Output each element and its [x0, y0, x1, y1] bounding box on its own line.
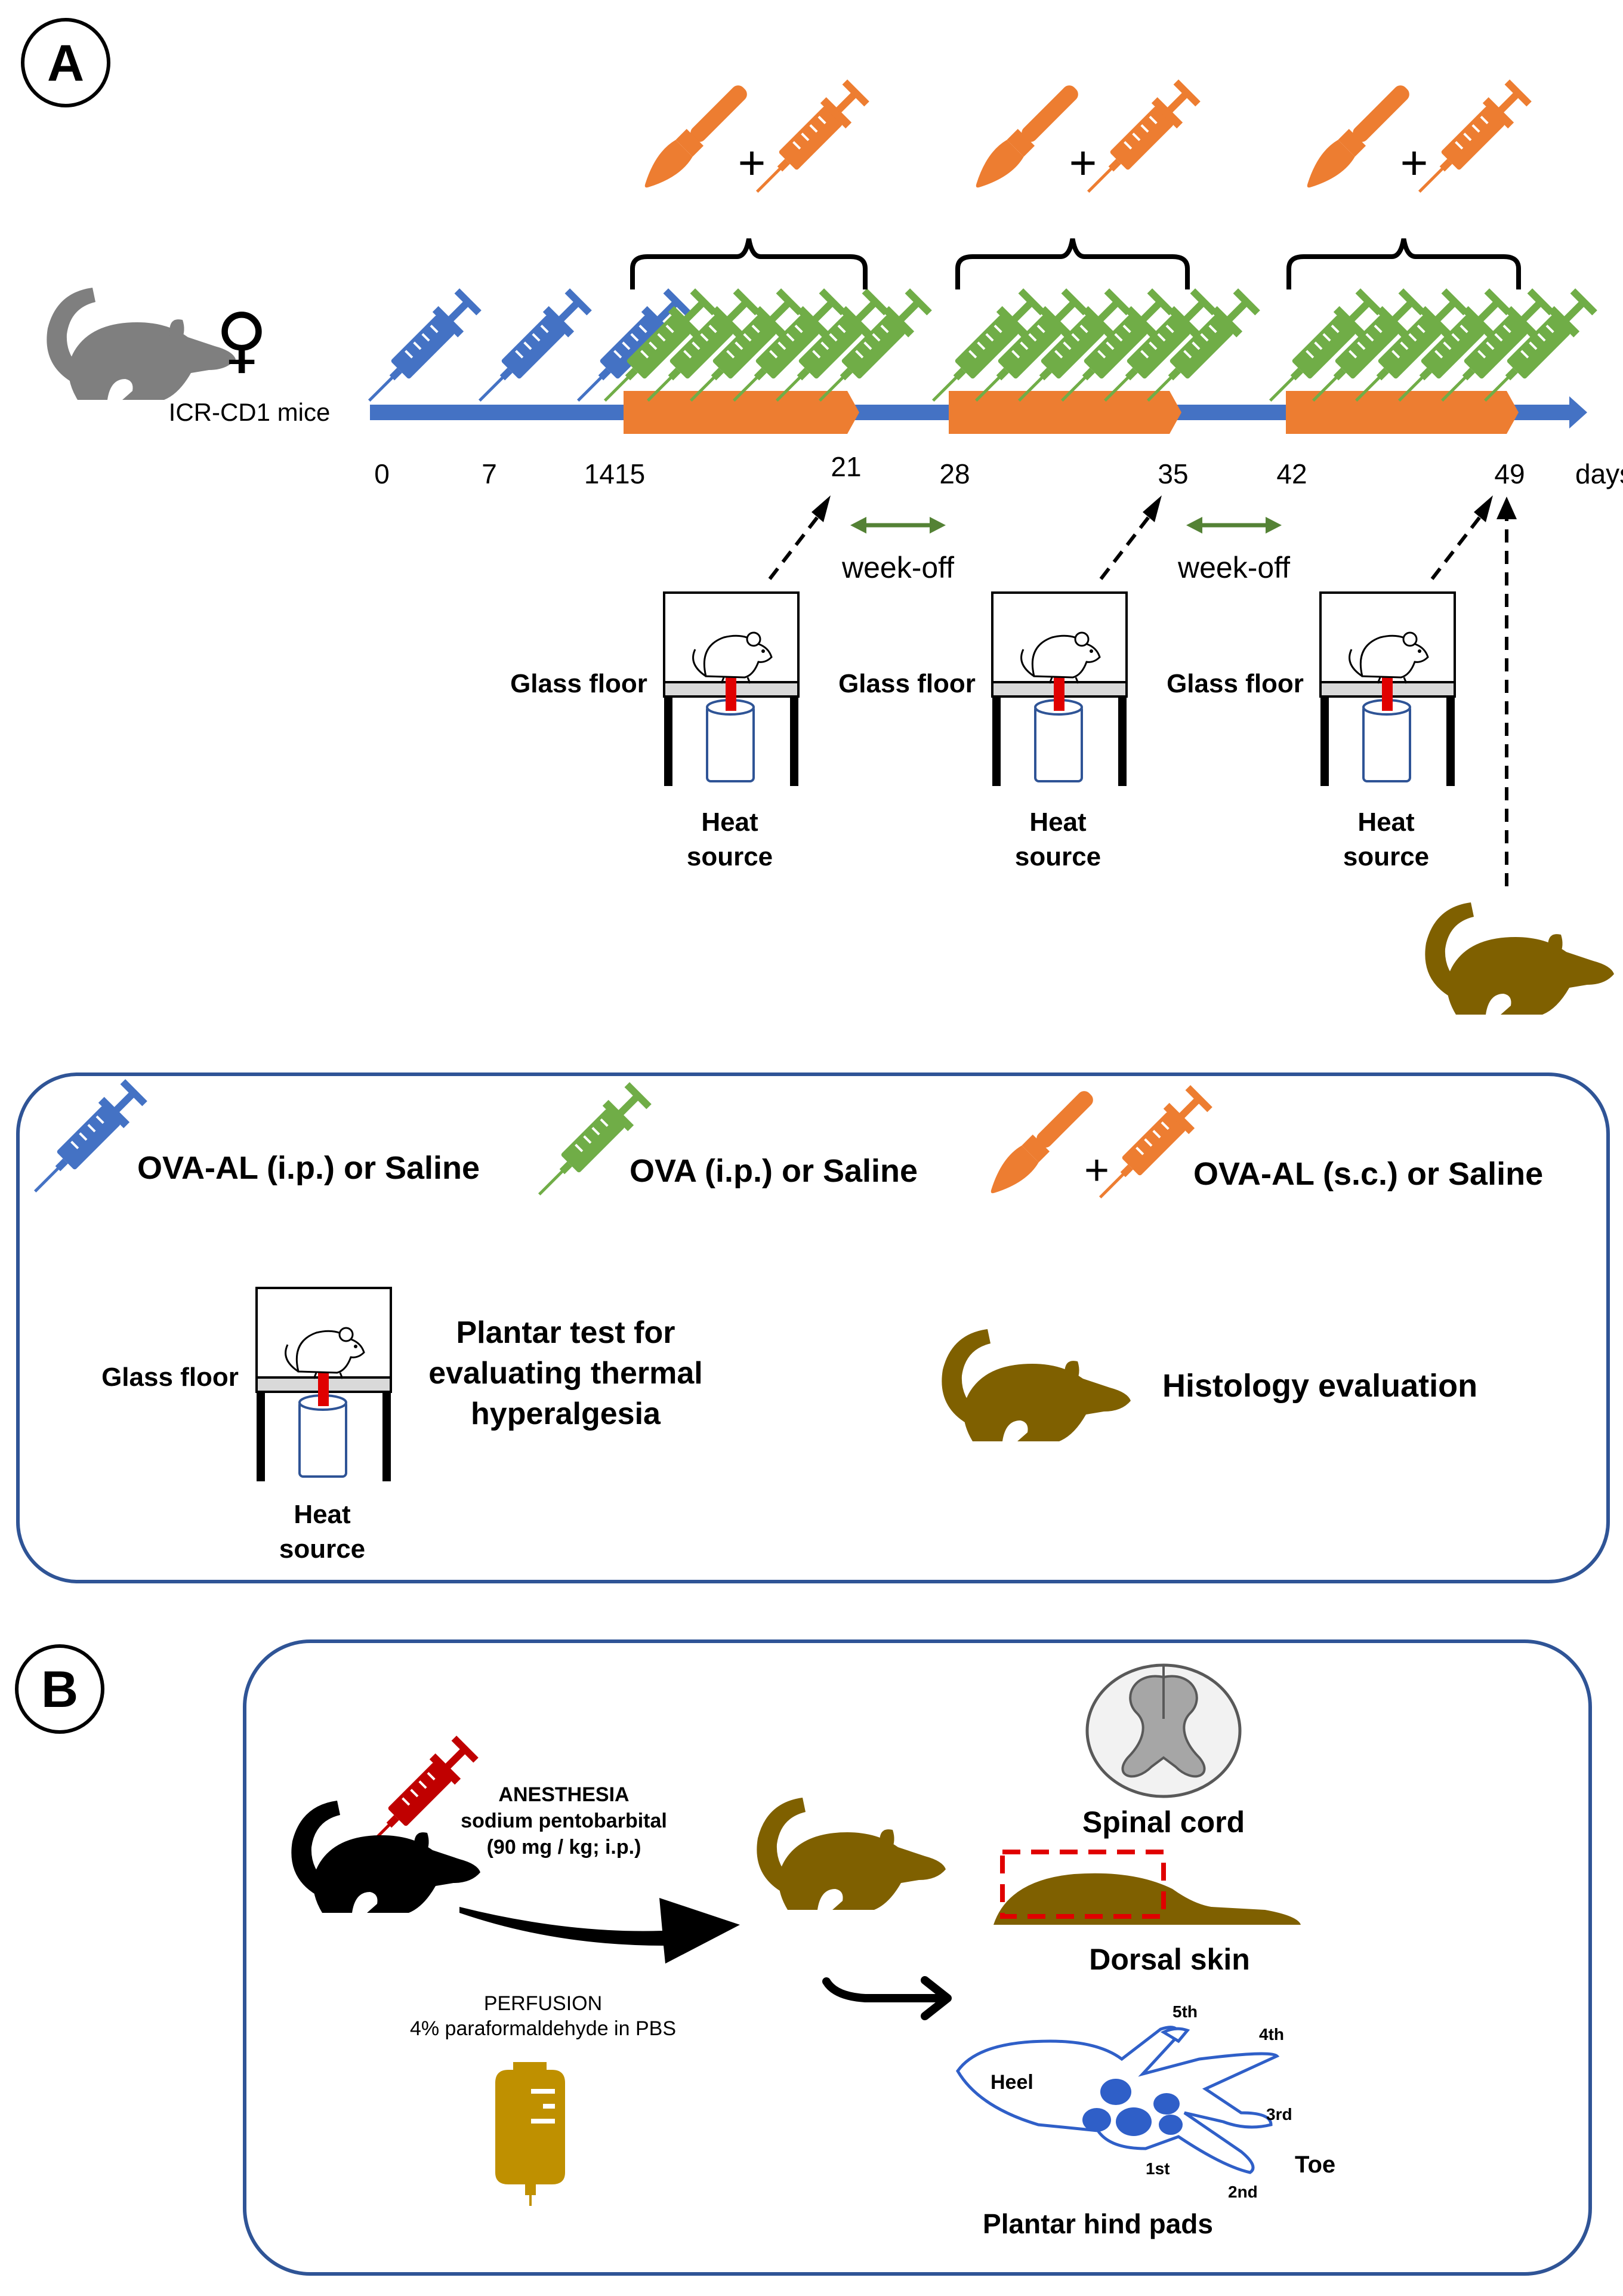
- mouse-histology-icon: [1425, 902, 1614, 1015]
- day-tick-label: 28: [939, 458, 970, 489]
- tissue-arrow-icon: [822, 1977, 944, 2002]
- source-label: source: [687, 842, 773, 871]
- legend-plantar-line1: Plantar test for: [456, 1315, 675, 1350]
- process-arrow-icon: [459, 1898, 740, 1964]
- glass-floor-label: Glass floor: [838, 669, 976, 698]
- plantar-apparatus-icon: [663, 591, 800, 787]
- panel-a-label-circle: [21, 18, 110, 107]
- days-axis-label: days: [1575, 458, 1623, 489]
- glass-floor-label: Glass floor: [510, 669, 647, 698]
- panel-b-box: [243, 1639, 1592, 2276]
- plantar-apparatus-icon: [991, 591, 1128, 787]
- day-tick-label: 42: [1276, 458, 1307, 489]
- digit-2nd-label: 2nd: [1228, 2183, 1258, 2201]
- week-off-indicators: week-off week-off: [841, 517, 1290, 584]
- week-off-label: week-off: [1177, 551, 1290, 584]
- legend-heat-label: Heat: [294, 1500, 351, 1529]
- mouse-strain-label: ICR-CD1 mice: [169, 398, 331, 426]
- panel-a-label: A: [47, 35, 84, 92]
- source-label: source: [1015, 842, 1101, 871]
- dorsal-skin-icon: [993, 1850, 1301, 1925]
- day-ticks: 0 7 1415 21 28 35 42 49: [374, 451, 1525, 489]
- anesthesia-dose: (90 mg / kg; i.p.): [487, 1836, 641, 1859]
- glass-floor-label: Glass floor: [1167, 669, 1304, 698]
- perfusion-fixative: 4% paraformaldehyde in PBS: [410, 2017, 676, 2040]
- toe-label: Toe: [1295, 2152, 1335, 2178]
- week-off-label: week-off: [841, 551, 954, 584]
- plantar-apparatus-icon: [1319, 591, 1456, 787]
- spinal-cord-icon: [1085, 1663, 1242, 1798]
- booster-brace: [1286, 238, 1521, 289]
- day-tick-label: 1415: [584, 458, 645, 489]
- day-tick-label: 0: [374, 458, 390, 489]
- female-symbol-icon: ♀: [215, 298, 268, 381]
- booster-brush-icon: [967, 78, 1085, 197]
- heel-label: Heel: [991, 2071, 1033, 2094]
- legend-ova-al-sc: OVA-AL (s.c.) or Saline: [1193, 1156, 1543, 1192]
- legend-glass-floor-label: Glass floor: [101, 1363, 239, 1392]
- treatment-block-2: [949, 391, 1181, 434]
- paw-pads: [1082, 2079, 1183, 2136]
- perfusion-label: PERFUSION: [484, 1992, 602, 2015]
- heat-label: Heat: [1357, 808, 1415, 837]
- booster-brace: [955, 238, 1190, 289]
- timeline: [370, 391, 1587, 434]
- treatment-block-3: [1286, 391, 1519, 434]
- heat-label: Heat: [701, 808, 758, 837]
- spinal-cord-label: Spinal cord: [1082, 1805, 1245, 1839]
- day-tick-label: 21: [831, 451, 861, 482]
- day-tick-label: 35: [1158, 458, 1188, 489]
- anesthesia-label: ANESTHESIA: [498, 1783, 629, 1806]
- booster-plus-label: +: [1069, 136, 1097, 189]
- booster-plus-label: +: [738, 136, 766, 189]
- digit-1st-label: 1st: [1146, 2159, 1170, 2178]
- day-tick-label: 7: [482, 458, 497, 489]
- legend-plantar-line3: hyperalgesia: [471, 1397, 661, 1431]
- booster-brush-icon: [1298, 78, 1417, 197]
- plantar-hind-pads-label: Plantar hind pads: [983, 2208, 1213, 2239]
- legend-box: OVA-AL (i.p.) or Saline OVA (i.p.) or Sa…: [16, 1073, 1610, 1583]
- panel-b: B ANESTHESIA sodium pentobarbital (90 mg…: [15, 1639, 1592, 2276]
- legend-plus: +: [1084, 1147, 1109, 1194]
- booster-plus-label: +: [1400, 136, 1428, 189]
- legend-ova-ip: OVA (i.p.) or Saline: [630, 1153, 918, 1189]
- syringe-blue-icon: [467, 286, 594, 413]
- legend-plantar-line2: evaluating thermal: [428, 1356, 702, 1391]
- booster-brush-icon: [635, 78, 754, 197]
- booster-groups: + + +: [630, 78, 1533, 289]
- panel-b-label-circle: [15, 1644, 104, 1734]
- digit-3rd-label: 3rd: [1266, 2105, 1292, 2124]
- heat-label: Heat: [1029, 808, 1087, 837]
- anesthesia-drug: sodium pentobarbital: [461, 1810, 667, 1832]
- test-dashed-arrows: [768, 512, 1508, 886]
- source-label: source: [1343, 842, 1429, 871]
- legend-histology-label: Histology evaluation: [1162, 1368, 1477, 1404]
- panel-a: A ♀ ICR-CD1 mice 0 7 1415 21 28 35 42 49 days +…: [21, 18, 1623, 1015]
- legend-source-label: source: [279, 1534, 365, 1564]
- treatment-block-1: [624, 391, 859, 434]
- digit-5th-label: 5th: [1172, 2002, 1198, 2021]
- digit-4th-label: 4th: [1259, 2025, 1284, 2044]
- booster-brace: [630, 238, 868, 289]
- day-tick-label: 49: [1494, 458, 1525, 489]
- syringe-blue-icon: [357, 286, 483, 413]
- iv-bag-icon: [495, 2062, 565, 2206]
- legend-ova-al-ip: OVA-AL (i.p.) or Saline: [137, 1150, 480, 1186]
- plantar-apparatus-row: Glass floor Glass floor Glass floor Heat…: [510, 591, 1456, 871]
- panel-b-label: B: [41, 1661, 78, 1718]
- dorsal-skin-label: Dorsal skin: [1089, 1943, 1250, 1976]
- mouse-gray-icon: [47, 288, 236, 400]
